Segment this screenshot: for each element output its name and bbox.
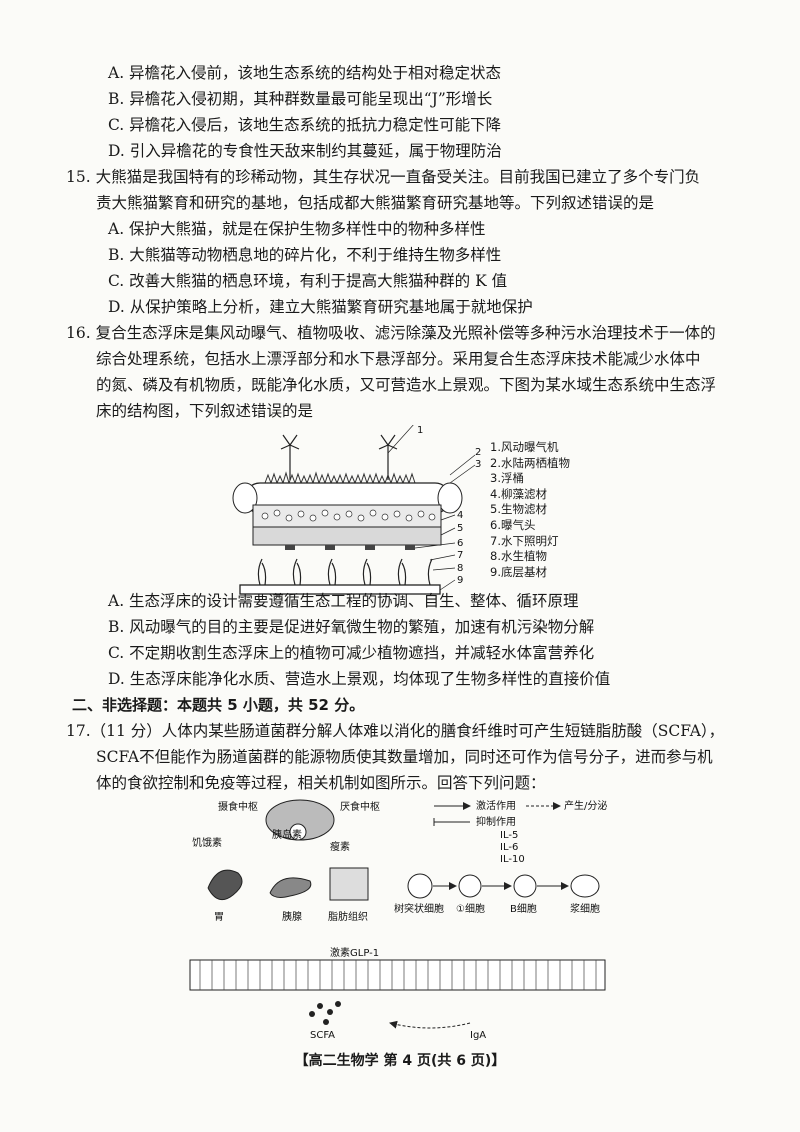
label-il10: IL-10 (500, 854, 525, 865)
floating-bed-legend: 1.风动曝气机 2.水陆两栖植物 3.浮桶 4.柳藻滤材 5.生物滤材 6.曝气… (490, 440, 570, 580)
section-heading: 二、非选择题：本题共 5 小题，共 52 分。 (72, 696, 365, 714)
q14-option-c: C. 异檐花入侵后，该地生态系统的抵抗力稳定性可能下降 (108, 116, 502, 134)
q17-stem-line3: 体的食欲控制和免疫等过程，相关机制如图所示。回答下列问题： (96, 774, 546, 792)
label-plasma-cell: 浆细胞 (570, 902, 600, 915)
bcell-icon (513, 874, 537, 898)
label-ghrelin: 饥饿素 (192, 836, 222, 849)
label-glp1: 激素GLP-1 (330, 946, 379, 959)
diagram-number-2: 2 (475, 447, 481, 458)
adipose-tissue-icon (329, 867, 369, 901)
floating-bed-diagram: 1 2 3 4 5 6 7 8 9 (232, 425, 481, 595)
label-scfa: SCFA (310, 1030, 335, 1041)
label-leptin: 瘦素 (330, 840, 350, 853)
aerator-windmill-right (378, 434, 398, 480)
legend-produce: 产生/分泌 (564, 799, 607, 812)
diagram-number-9: 9 (457, 575, 463, 586)
q15-option-c: C. 改善大熊猫的栖息环境，有利于提高大熊猫种群的 K 值 (108, 272, 508, 290)
label-adipose: 脂肪组织 (328, 910, 368, 923)
legend-item: 5.生物滤材 (490, 502, 547, 517)
diagram-number-7: 7 (457, 550, 463, 561)
label-iga: IgA (470, 1030, 486, 1041)
q14-option-a: A. 异檐花入侵前，该地生态系统的结构处于相对稳定状态 (108, 64, 502, 82)
aerator-heads (285, 545, 415, 550)
q14-option-d: D. 引入异檐花的专食性天敌来制约其蔓延，属于物理防治 (108, 142, 502, 160)
page-footer: 【高二生物学 第 4 页(共 6 页)】 (294, 1053, 506, 1069)
legend-item: 9.底层基材 (490, 564, 547, 579)
cell1-icon (458, 874, 482, 898)
q17-stem-line1: 17.（11 分）人体内某些肠道菌群分解人体难以消化的膳食纤维时可产生短链脂肪酸… (66, 722, 725, 740)
q16-stem-line3: 的氮、磷及有机物质，既能净化水质，又可营造水上景观。下图为某水域生态系统中生态浮 (96, 376, 717, 394)
diagram-number-3: 3 (475, 459, 481, 470)
diagram-number-1: 1 (417, 425, 423, 436)
aquatic-plants (257, 558, 433, 586)
legend-item: 7.水下照明灯 (490, 533, 559, 548)
diagram-number-6: 6 (457, 538, 463, 549)
diagram-number-4: 4 (457, 510, 463, 521)
q15-option-d: D. 从保护策略上分析，建立大熊猫繁育研究基地属于就地保护 (108, 298, 533, 316)
label-dendritic-cell: 树突状细胞 (394, 902, 444, 915)
diagram-number-8: 8 (457, 563, 463, 574)
label-feeding-center: 摄食中枢 (218, 800, 258, 813)
legend-activate: 激活作用 (476, 799, 516, 812)
dendritic-cell-icon (407, 873, 433, 899)
q15-stem-line2: 责大熊猫繁育和研究的基地，包括成都大熊猫繁育研究基地等。下列叙述错误的是 (96, 194, 655, 212)
label-bcell: B细胞 (510, 902, 537, 915)
legend-item: 4.柳藻滤材 (490, 486, 547, 501)
label-insulin: 胰岛素 (272, 828, 302, 841)
q15-stem-line1: 15. 大熊猫是我国特有的珍稀动物，其生存状况一直备受关注。目前我国已建立了多个… (66, 168, 701, 186)
legend-item: 6.曝气头 (490, 517, 536, 532)
q16-option-c: C. 不定期收割生态浮床上的植物可减少植物遮挡，并减轻水体富营养化 (108, 644, 595, 662)
q16-stem-line4: 床的结构图，下列叙述错误的是 (96, 402, 314, 420)
scfa-mechanism-diagram: 摄食中枢 厌食中枢 激活作用 产生/分泌 抑制作用 饥饿素 胰岛素 瘦素 胃 胰… (189, 799, 607, 1041)
scfa-molecules (309, 1001, 341, 1025)
q15-option-a: A. 保护大熊猫，就是在保护生物多样性中的物种多样性 (108, 220, 486, 238)
legend-inhibit: 抑制作用 (476, 815, 516, 828)
amphibious-plants (264, 471, 416, 485)
legend-item: 8.水生植物 (490, 549, 547, 564)
label-cell1: ①细胞 (456, 902, 485, 915)
q15-option-b: B. 大熊猫等动物栖息地的碎片化，不利于维持生物多样性 (108, 246, 502, 264)
plasma-cell-icon (570, 874, 600, 898)
intestinal-epithelium (189, 959, 606, 991)
diagram-number-5: 5 (457, 523, 463, 534)
q16-stem-line2: 综合处理系统，包括水上漂浮部分和水下悬浮部分。采用复合生态浮床技术能减少水体中 (96, 350, 701, 368)
q17-stem-line2: SCFA不但能作为肠道菌群的能源物质使其数量增加，同时还可作为信号分子，进而参与… (96, 748, 713, 766)
bottom-base (239, 584, 441, 595)
label-il5: IL-5 (500, 830, 518, 841)
pancreas-icon (269, 877, 312, 898)
legend-item: 3.浮桶 (490, 471, 524, 486)
q16-option-b: B. 风动曝气的目的主要是促进好氧微生物的繁殖，加速有机污染物分解 (108, 618, 595, 636)
q14-option-b: B. 异檐花入侵初期，其种群数量最可能呈现出“J”形增长 (108, 90, 493, 108)
bio-filter-layer (252, 526, 442, 546)
q16-stem-line1: 16. 复合生态浮床是集风动曝气、植物吸收、滤污除藻及光照补偿等多种污水治理技术… (66, 324, 716, 342)
legend-item: 1.风动曝气机 (490, 440, 559, 454)
label-pancreas: 胰腺 (282, 910, 302, 923)
label-il6: IL-6 (500, 842, 518, 853)
q16-option-d: D. 生态浮床能净化水质、营造水上景观，均体现了生物多样性的直接价值 (108, 670, 611, 688)
q16-option-a: A. 生态浮床的设计需要遵循生态工程的协调、自生、整体、循环原理 (108, 592, 579, 610)
aerator-windmill-left (280, 434, 300, 480)
stomach-icon (207, 869, 243, 901)
label-stomach: 胃 (214, 911, 224, 923)
label-satiety-center: 厌食中枢 (340, 800, 380, 813)
legend-item: 2.水陆两栖植物 (490, 455, 570, 470)
